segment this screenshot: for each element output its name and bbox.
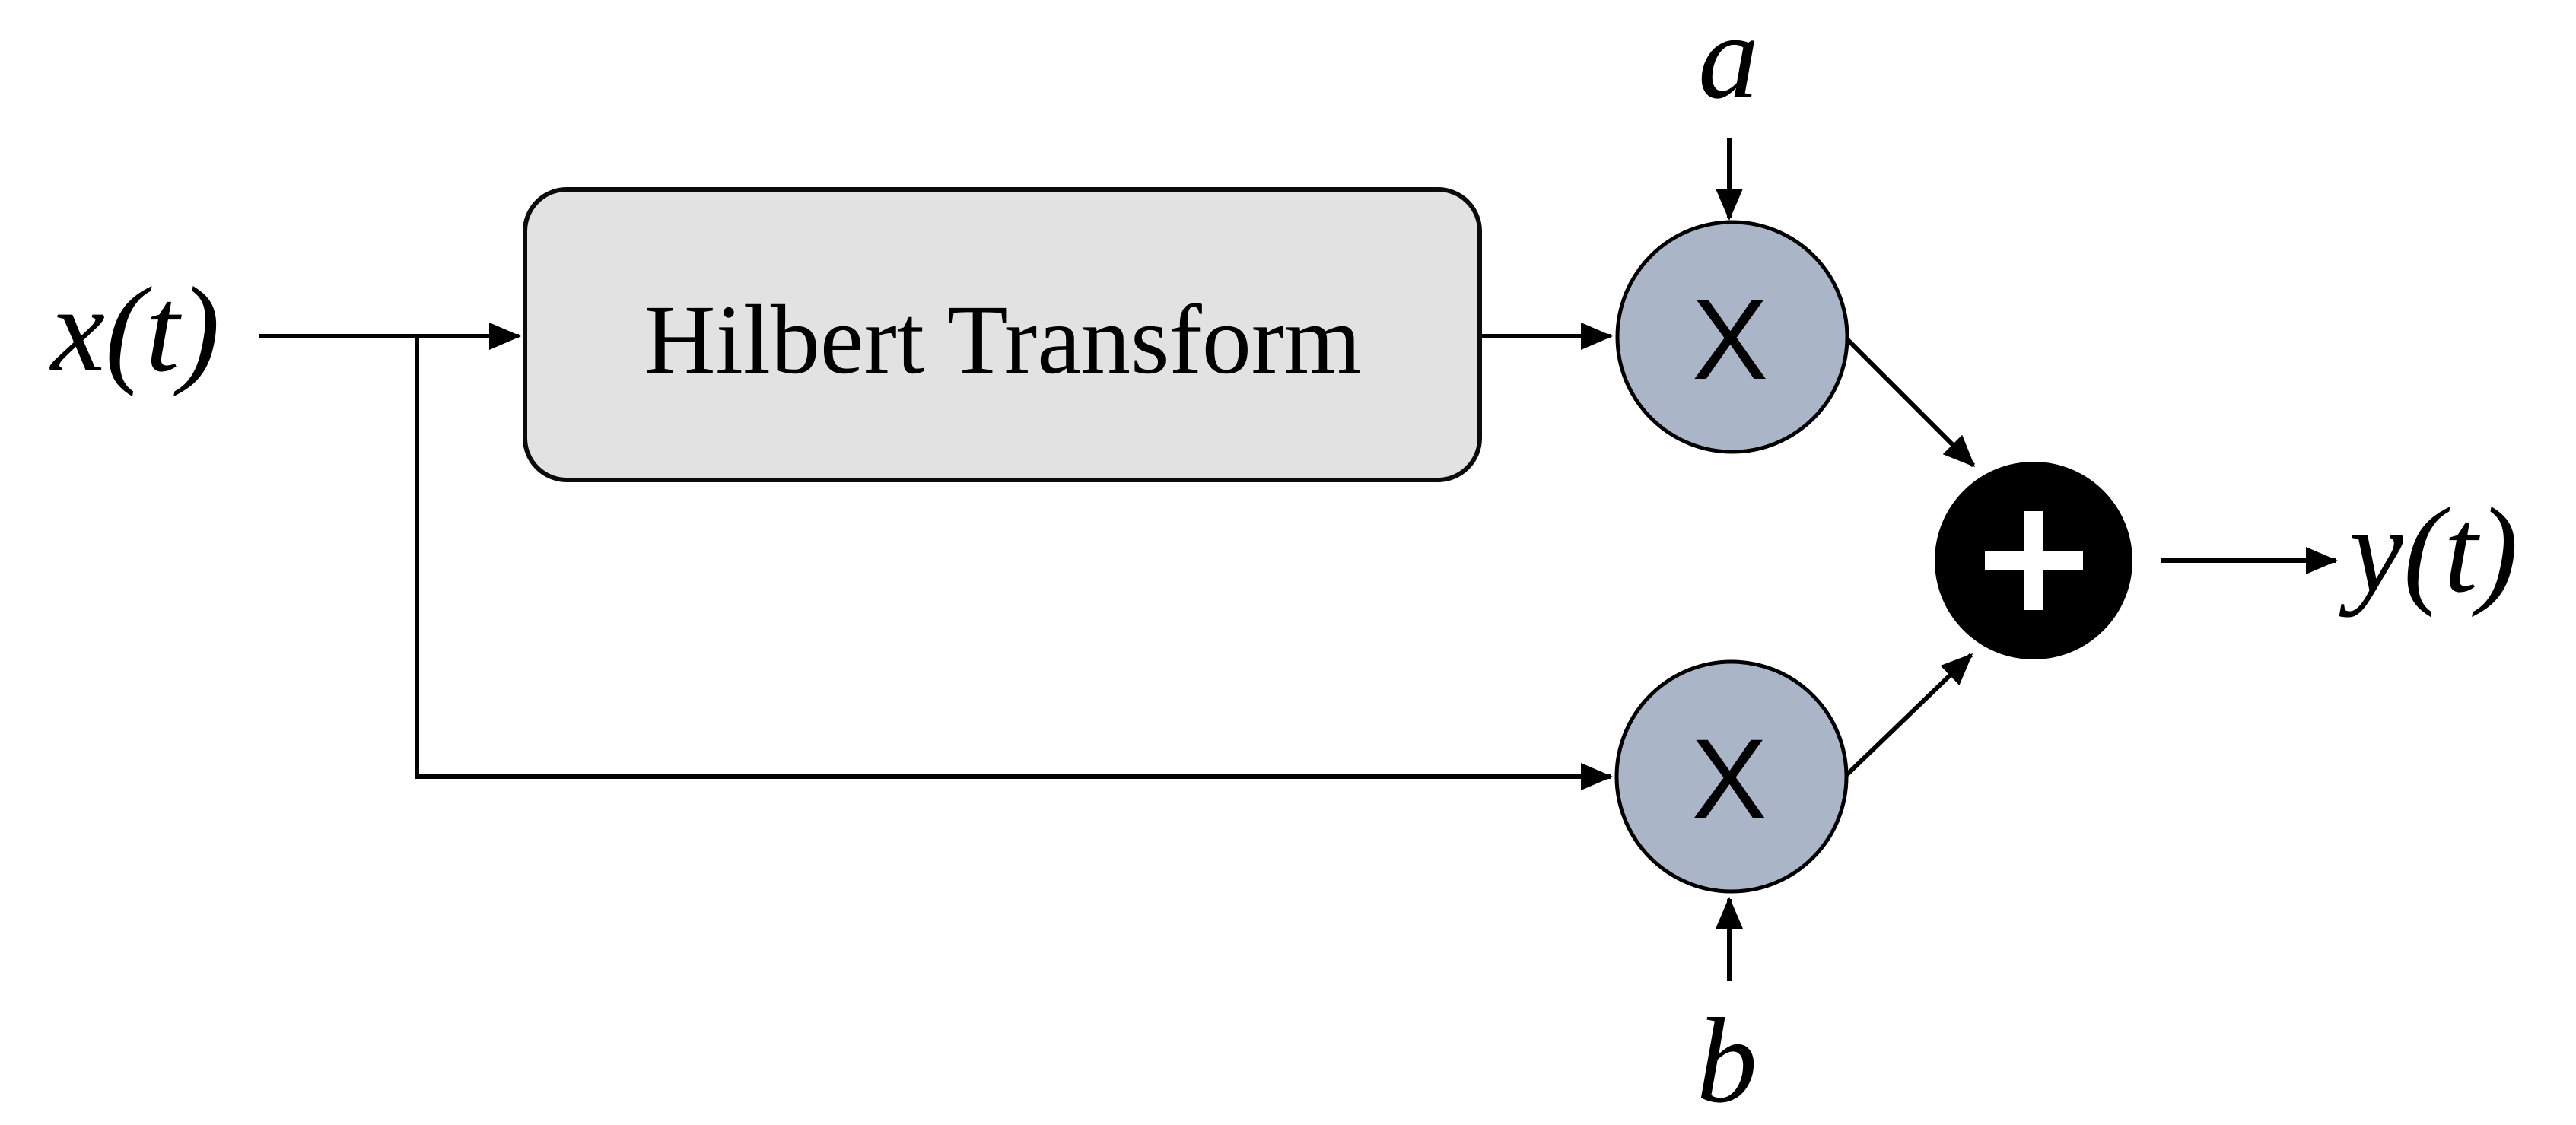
plus-symbol <box>1985 511 2083 610</box>
coefficient-a-label: a <box>1698 0 1759 124</box>
top-multiplier-to-adder-arrow <box>1844 336 1976 468</box>
plus-symbol-vertical-bar <box>2024 511 2043 610</box>
input-branch-to-bottom-multiplier-arrow <box>415 338 1613 790</box>
hilbert-transform-label: Hilbert Transform <box>644 285 1362 395</box>
bottom-multiplier-symbol: X <box>1691 715 1767 843</box>
top-multiplier-symbol: X <box>1692 275 1768 403</box>
hilbert-transform-box <box>523 187 1482 482</box>
bottom-multiplier-node <box>1614 659 1849 894</box>
output-signal-label: y(t) <box>2339 482 2518 618</box>
top-multiplier-node <box>1615 220 1849 454</box>
input-signal-label: x(t) <box>49 262 220 397</box>
coefficient-b-label: b <box>1697 993 1757 1125</box>
bottom-multiplier-to-adder-arrow <box>1844 653 1973 777</box>
